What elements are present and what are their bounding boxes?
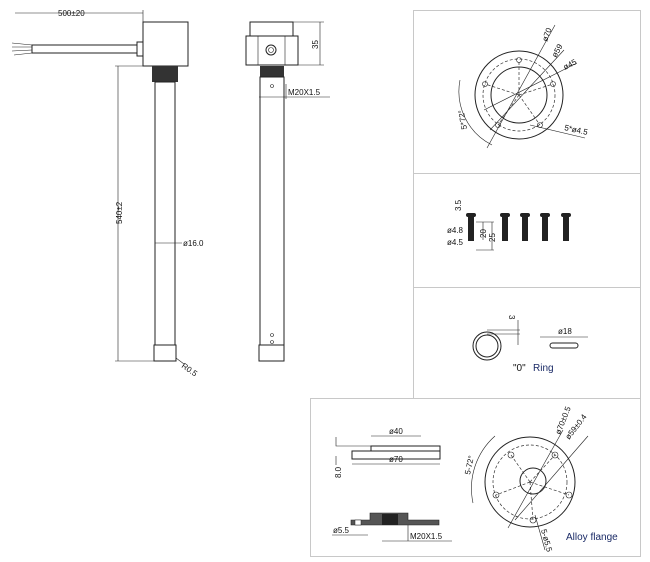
alloy-flange-title: Alloy flange	[566, 532, 618, 543]
screw-total-len-label: 25	[488, 233, 497, 242]
screw-shank-dia-label: ø4.5	[447, 238, 464, 247]
alloy-outer-dia-label: ø70	[389, 455, 403, 464]
o-ring-diameter-label: ø18	[558, 327, 572, 336]
sensor-head-side	[245, 35, 299, 66]
thread	[152, 66, 178, 82]
o-ring-view: 3 ø18 "0" Ring	[472, 315, 588, 374]
sensor-head	[142, 21, 189, 67]
panel-flange-top	[413, 10, 641, 174]
flange-angle-label: 5*72°	[457, 109, 469, 130]
tip-radius-label: R0.5	[180, 361, 199, 378]
connector-icon	[265, 44, 277, 56]
screw-thread-len-label: 20	[479, 229, 488, 238]
o-ring-label: Ring	[533, 363, 554, 374]
screw-head-height-label: 3.5	[454, 199, 463, 211]
sensor-side-view: 35 M20X1.5	[245, 21, 330, 362]
head-height-label: 35	[311, 40, 320, 49]
alloy-thread-label: M20X1.5	[410, 532, 443, 541]
alloy-hole-dia-label: ø5.5	[333, 526, 350, 535]
screw-head-dia-label: ø4.8	[447, 226, 464, 235]
cable	[31, 44, 138, 54]
alloy-inner-dia-label: ø40	[389, 427, 403, 436]
probe-tube-side	[259, 76, 285, 346]
tube-diameter-label: ø16.0	[183, 239, 204, 248]
probe-tube	[154, 81, 176, 346]
o-ring-quote-label: "0"	[513, 363, 526, 374]
alloy-thickness-label: 8.0	[334, 466, 343, 478]
panel-alloy-flange	[310, 398, 641, 557]
panel-o-ring	[413, 287, 641, 399]
cable-length-label: 500±20	[58, 9, 85, 18]
o-ring-thickness-label: 3	[507, 315, 516, 320]
alloy-angle-label: 5-72°	[463, 455, 476, 476]
probe-cap	[153, 344, 177, 362]
thread-label: M20X1.5	[288, 88, 321, 97]
probe-length-label: 540±2	[115, 201, 124, 224]
sensor-front-view: 500±20 540±2 ø16.0 R0.5	[11, 9, 204, 379]
screws-view: 3.5 ø4.8 ø4.5 20 25	[447, 199, 571, 251]
